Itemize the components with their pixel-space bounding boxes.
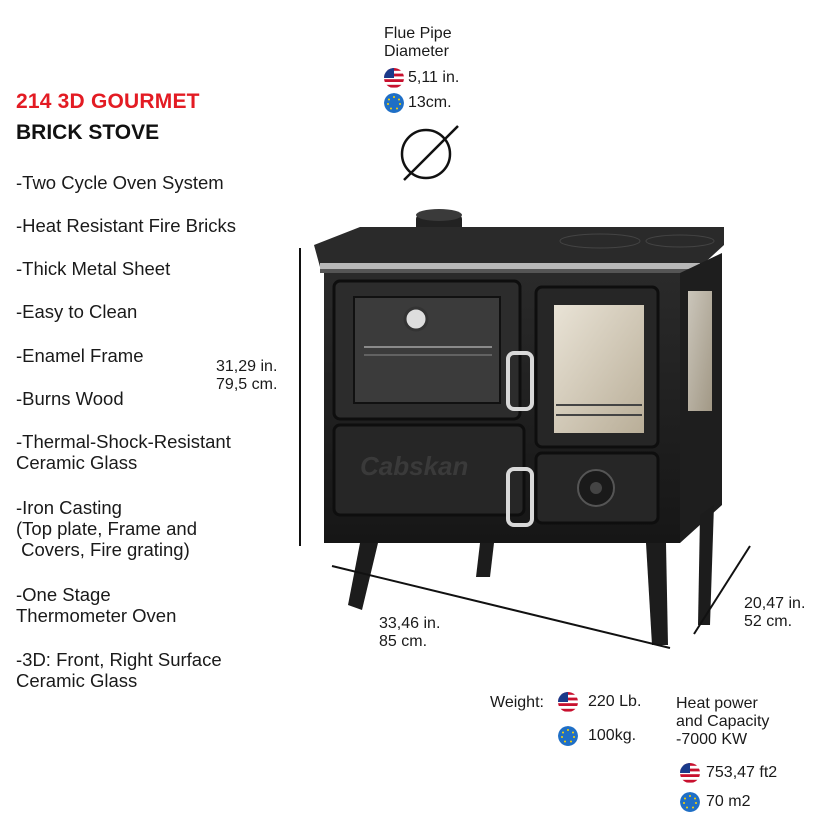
product-title-line1: 214 3D GOURMET	[16, 90, 200, 113]
heat-us-value: 753,47 ft2	[706, 764, 778, 781]
us-flag-icon	[680, 763, 700, 783]
height-label: 31,29 in. 79,5 cm.	[216, 358, 278, 393]
eu-flag-icon	[558, 726, 578, 746]
eu-flag-icon	[384, 93, 404, 113]
stove-image: Cabskan	[314, 209, 724, 645]
feature-item: -Heat Resistant Fire Bricks	[16, 215, 236, 236]
depth-label: 20,47 in. 52 cm.	[744, 595, 806, 630]
flue-label: Flue Pipe Diameter	[384, 25, 452, 60]
flue-eu-row: 13cm.	[384, 93, 452, 113]
heat-label: Heat power and Capacity -7000 KW	[676, 695, 770, 748]
feature-item: -Two Cycle Oven System	[16, 172, 224, 193]
us-flag-icon	[558, 692, 578, 712]
weight-eu-value: 100kg.	[588, 727, 637, 744]
feature-item: -One Stage Thermometer Oven	[16, 584, 177, 626]
feature-item: -Thick Metal Sheet	[16, 258, 171, 279]
feature-item: -Easy to Clean	[16, 301, 138, 322]
flue-us-value: 5,11 in.	[408, 69, 460, 86]
weight-label: Weight:	[490, 694, 544, 711]
width-label: 33,46 in. 85 cm.	[379, 615, 441, 650]
feature-item: -Iron Casting (Top plate, Frame and Cove…	[16, 497, 197, 560]
feature-item: -Burns Wood	[16, 388, 124, 409]
feature-item: -Thermal-Shock-Resistant Ceramic Glass	[16, 431, 231, 473]
height-dimension-line	[299, 248, 301, 546]
diameter-icon	[400, 125, 459, 181]
eu-flag-icon	[680, 792, 700, 812]
stove-brand-text: Cabskan	[360, 451, 468, 481]
feature-item: -3D: Front, Right Surface Ceramic Glass	[16, 649, 222, 691]
feature-item: -Enamel Frame	[16, 345, 144, 366]
heat-eu-value: 70 m2	[706, 793, 751, 810]
heat-eu-row: 70 m2	[680, 792, 750, 812]
us-flag-icon	[384, 68, 404, 88]
flue-us-row: 5,11 in.	[384, 68, 459, 88]
flue-eu-value: 13cm.	[408, 94, 452, 111]
weight-eu-row: 100kg.	[558, 726, 636, 746]
depth-dimension-line	[693, 545, 751, 635]
heat-us-row: 753,47 ft2	[680, 763, 777, 783]
weight-us-value: 220 Lb.	[588, 693, 642, 710]
weight-us-row: 220 Lb.	[558, 692, 641, 712]
product-title-line2: BRICK STOVE	[16, 121, 160, 144]
width-dimension-line	[331, 565, 671, 649]
